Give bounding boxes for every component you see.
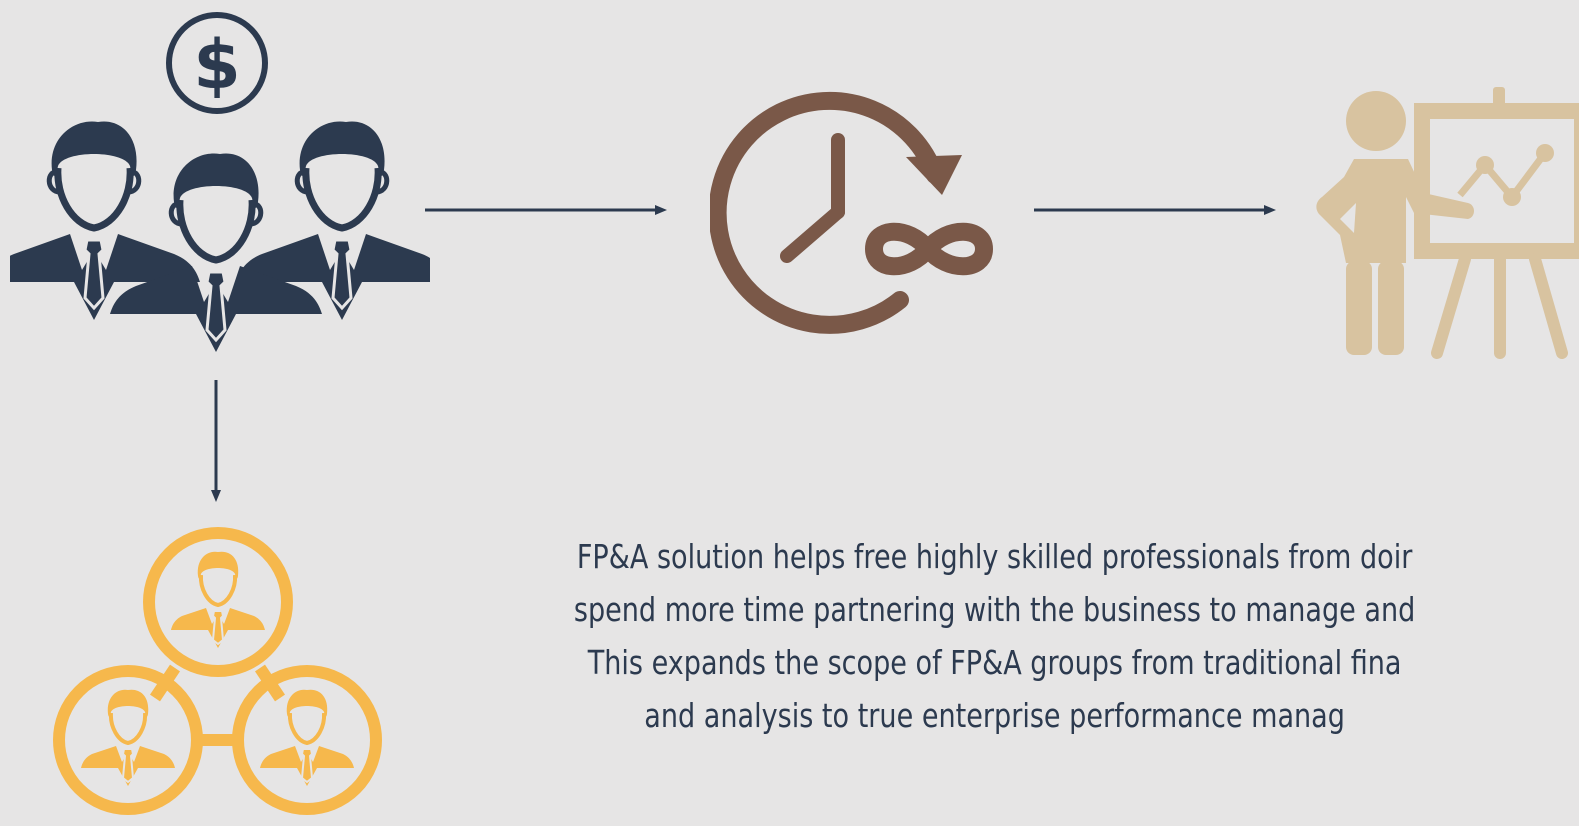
arrow-right-icon <box>1034 205 1276 215</box>
team-network-icon <box>53 527 382 815</box>
description-line: This expands the scope of FP&A groups fr… <box>587 643 1402 682</box>
description-text: FP&A solution helps free highly skilled … <box>560 530 1429 742</box>
description-line: and analysis to true enterprise performa… <box>644 696 1345 735</box>
arrow-right-icon <box>425 205 667 215</box>
business-team-icon <box>10 118 430 370</box>
clock-infinity-icon <box>710 91 993 334</box>
description-line: FP&A solution helps free highly skilled … <box>576 537 1413 576</box>
arrow-down-icon <box>211 380 221 502</box>
description-line: spend more time partnering with the busi… <box>573 590 1416 629</box>
svg-text:$: $ <box>193 26 240 105</box>
presenter-chart-icon <box>1316 87 1579 359</box>
dollar-icon: $ <box>166 12 268 114</box>
